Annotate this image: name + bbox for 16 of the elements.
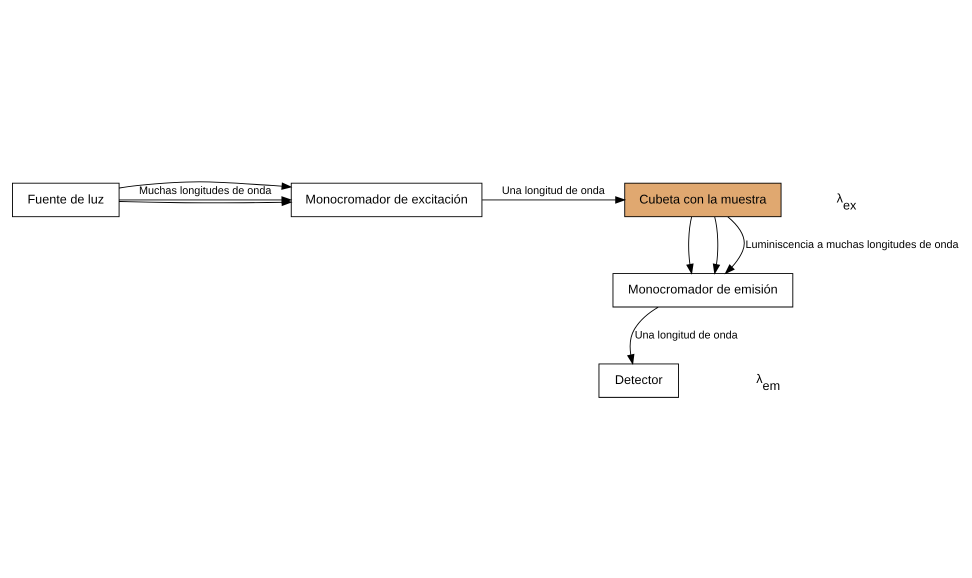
arrow [686, 216, 694, 274]
arrow [712, 216, 720, 274]
node-box: Cubeta con la muestra [624, 182, 782, 217]
arrow [627, 306, 659, 365]
edge-label: Luminiscencia a muchas longitudes de onda [745, 238, 959, 250]
arrow [482, 196, 626, 204]
arrow [724, 216, 745, 274]
arrow [118, 198, 293, 206]
edge-label: Muchas longitudes de onda [138, 184, 272, 197]
node-box: Detector [598, 363, 679, 398]
arrow [119, 180, 292, 190]
node-box: Fuente de luz [12, 182, 120, 217]
node-box: Monocromador de excitación [290, 182, 482, 217]
edge-label: Una longitud de onda [634, 328, 738, 341]
node-box: Monocromador de emisión [612, 272, 794, 307]
edge-label: Una longitud de onda [502, 184, 605, 197]
